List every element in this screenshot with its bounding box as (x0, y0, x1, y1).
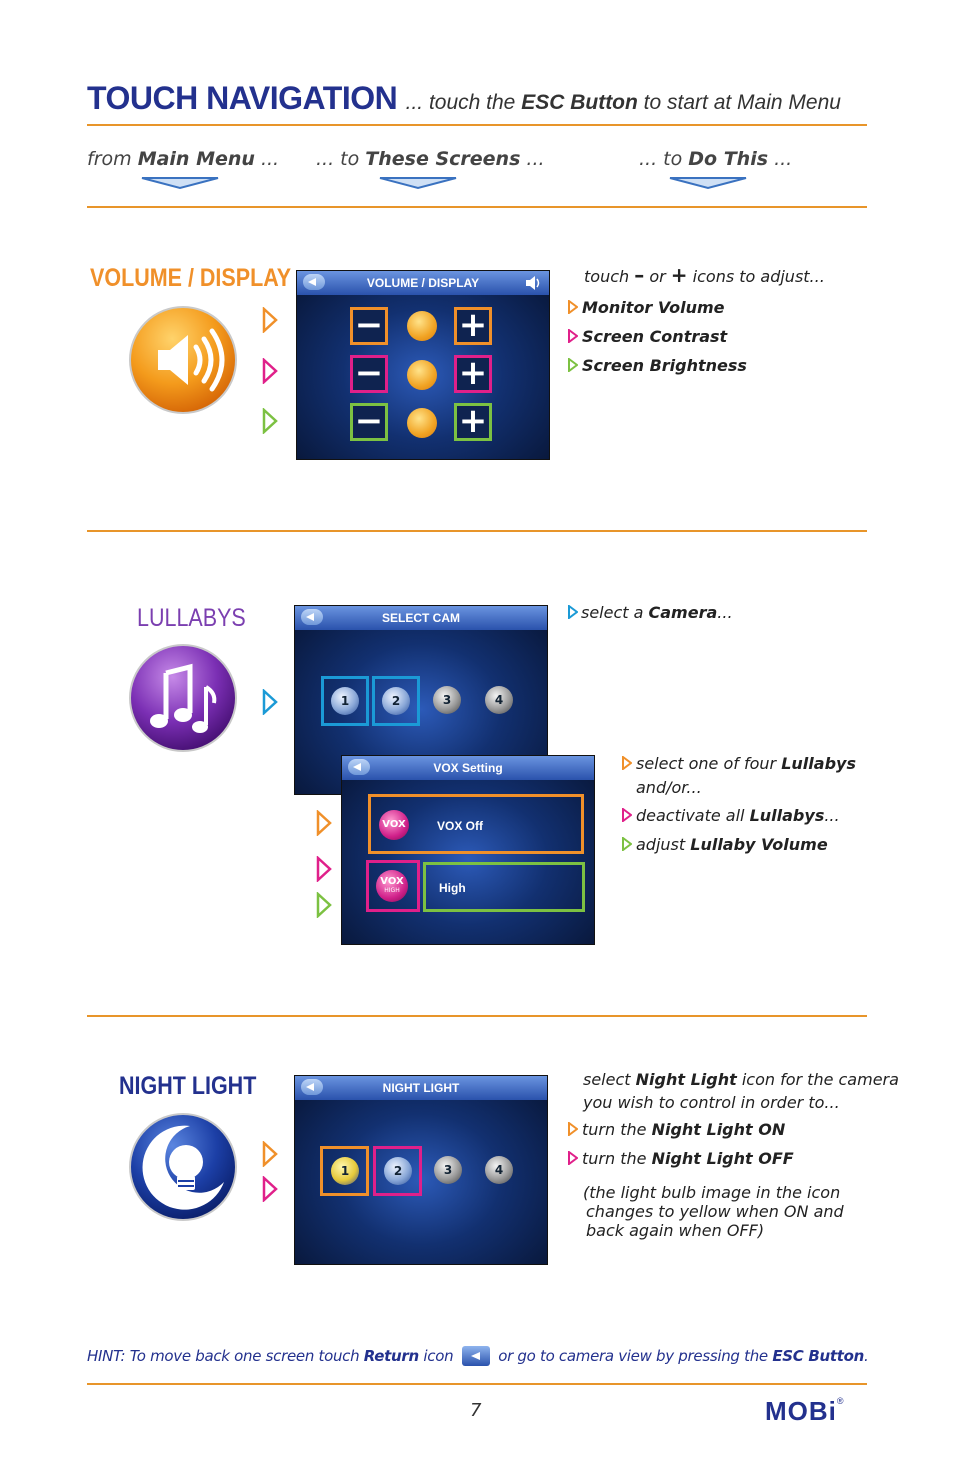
footer-rule (87, 1383, 867, 1385)
night-light-camera-4-button[interactable]: 4 (485, 1156, 513, 1184)
arrow-right-icon (316, 856, 332, 882)
screen-title-bar: SELECT CAM (295, 606, 547, 630)
camera-2-button[interactable]: 2 (372, 676, 420, 726)
list-item-continued: and/or... (636, 778, 702, 797)
vox-off-label: VOX Off (437, 819, 484, 833)
speaker-icon (129, 306, 237, 414)
list-item: Monitor Volume (568, 298, 725, 317)
page-subtitle: ... touch the ESC Button to start at Mai… (405, 91, 841, 114)
arrow-right-icon (262, 358, 278, 384)
volume-level-icon (407, 311, 437, 341)
light-bulb-icon: 1 (331, 1157, 359, 1185)
arrow-right-icon (622, 836, 633, 852)
contrast-level-icon (407, 360, 437, 390)
night-light-screen: NIGHT LIGHT 1 2 3 4 (294, 1075, 548, 1265)
return-icon[interactable] (348, 759, 370, 775)
return-icon[interactable] (303, 274, 325, 290)
brightness-plus-button[interactable]: + (454, 403, 492, 441)
music-note-icon (129, 644, 237, 752)
screen-title-bar: NIGHT LIGHT (295, 1076, 547, 1100)
night-light-camera-2-button[interactable]: 2 (373, 1146, 422, 1196)
list-item: Screen Contrast (568, 327, 727, 346)
arrow-right-icon (568, 604, 579, 620)
section-title-night-light: NIGHT LIGHT (119, 1072, 257, 1100)
return-icon (461, 1346, 490, 1366)
arrow-right-icon (568, 1121, 579, 1137)
list-item: Screen Brightness (568, 356, 747, 375)
brightness-minus-button[interactable]: − (350, 403, 388, 441)
list-item: select one of four Lullabys (622, 754, 856, 773)
vox-high-icon: VOX HIGH (376, 870, 408, 902)
speaker-icon (526, 276, 540, 290)
return-icon[interactable] (301, 1079, 323, 1095)
page-title: TOUCH NAVIGATION ... touch the ESC Butto… (87, 80, 841, 116)
arrow-right-icon (262, 689, 278, 715)
night-light-intro-line2: you wish to control in order to... (583, 1093, 840, 1112)
arrow-right-icon (262, 307, 278, 333)
vox-high-icon-button[interactable]: VOX HIGH (366, 860, 420, 912)
vox-setting-screen: VOX Setting VOX VOX Off VOX HIGH High (341, 755, 595, 945)
volume-minus-button[interactable]: − (350, 307, 388, 345)
screen-title-bar: VOLUME / DISPLAY (297, 271, 549, 295)
night-light-camera-1-button[interactable]: 1 (320, 1146, 369, 1196)
arrow-right-icon (568, 357, 579, 373)
section-title-volume-display: VOLUME / DISPLAY (90, 264, 292, 292)
list-item: adjust Lullaby Volume (622, 835, 828, 854)
vox-off-icon: VOX (379, 810, 409, 840)
chevron-down-icon (379, 177, 457, 190)
light-bulb-icon: 2 (384, 1157, 412, 1185)
arrow-right-icon (316, 810, 332, 836)
night-light-note-line3: back again when OFF) (586, 1221, 765, 1240)
vox-high-label: High (439, 881, 466, 895)
camera-1-button[interactable]: 1 (321, 676, 369, 726)
arrow-right-icon (568, 328, 579, 344)
section-rule (87, 530, 867, 532)
camera-3-button[interactable]: 3 (433, 686, 461, 714)
contrast-plus-button[interactable]: + (454, 355, 492, 393)
column-header-main-menu: from Main Menu ... (87, 148, 280, 170)
camera-4-button[interactable]: 4 (485, 686, 513, 714)
screen-title-bar: VOX Setting (342, 756, 594, 780)
night-light-note-line1: (the light bulb image in the icon (583, 1183, 841, 1202)
hint-text: HINT: To move back one screen touch Retu… (87, 1346, 869, 1366)
volume-intro: touch – or + icons to adjust... (584, 263, 825, 287)
header-rule (87, 124, 867, 126)
night-light-intro: select Night Light icon for the camera (583, 1070, 899, 1089)
arrow-right-icon (568, 1150, 579, 1166)
night-light-note-line2: changes to yellow when ON and (586, 1202, 844, 1221)
arrow-right-icon (622, 755, 633, 771)
volume-display-screen: VOLUME / DISPLAY − + − + − + (296, 270, 550, 460)
chevron-down-icon (669, 177, 747, 190)
night-light-icon (129, 1113, 237, 1221)
section-rule (87, 206, 867, 208)
arrow-right-icon (262, 1141, 278, 1167)
arrow-right-icon (262, 408, 278, 434)
section-rule (87, 1015, 867, 1017)
list-item: deactivate all Lullabys... (622, 806, 840, 825)
night-light-camera-3-button[interactable]: 3 (434, 1156, 462, 1184)
mobi-logo: MOBi® (765, 1396, 845, 1426)
select-cam-screen: SELECT CAM 1 2 3 4 (294, 605, 548, 795)
lullaby-volume-button[interactable]: High (423, 862, 585, 912)
column-header-these-screens: ... to These Screens ... (316, 148, 545, 170)
list-item: turn the Night Light ON (568, 1120, 785, 1139)
chevron-down-icon (141, 177, 219, 190)
list-item: turn the Night Light OFF (568, 1149, 794, 1168)
camera-icon: 1 (331, 687, 359, 715)
arrow-right-icon (622, 807, 633, 823)
arrow-right-icon (568, 299, 579, 315)
contrast-minus-button[interactable]: − (350, 355, 388, 393)
column-header-do-this: ... to Do This ... (639, 148, 793, 170)
section-title-lullabys: LULLABYS (137, 604, 246, 632)
brightness-level-icon (407, 408, 437, 438)
arrow-right-icon (316, 892, 332, 918)
select-camera-text: select a Camera... (568, 603, 733, 622)
page-number: 7 (470, 1400, 482, 1421)
return-icon[interactable] (301, 609, 323, 625)
volume-plus-button[interactable]: + (454, 307, 492, 345)
arrow-right-icon (262, 1176, 278, 1202)
camera-icon: 2 (382, 687, 410, 715)
vox-off-button[interactable]: VOX VOX Off (368, 794, 584, 854)
